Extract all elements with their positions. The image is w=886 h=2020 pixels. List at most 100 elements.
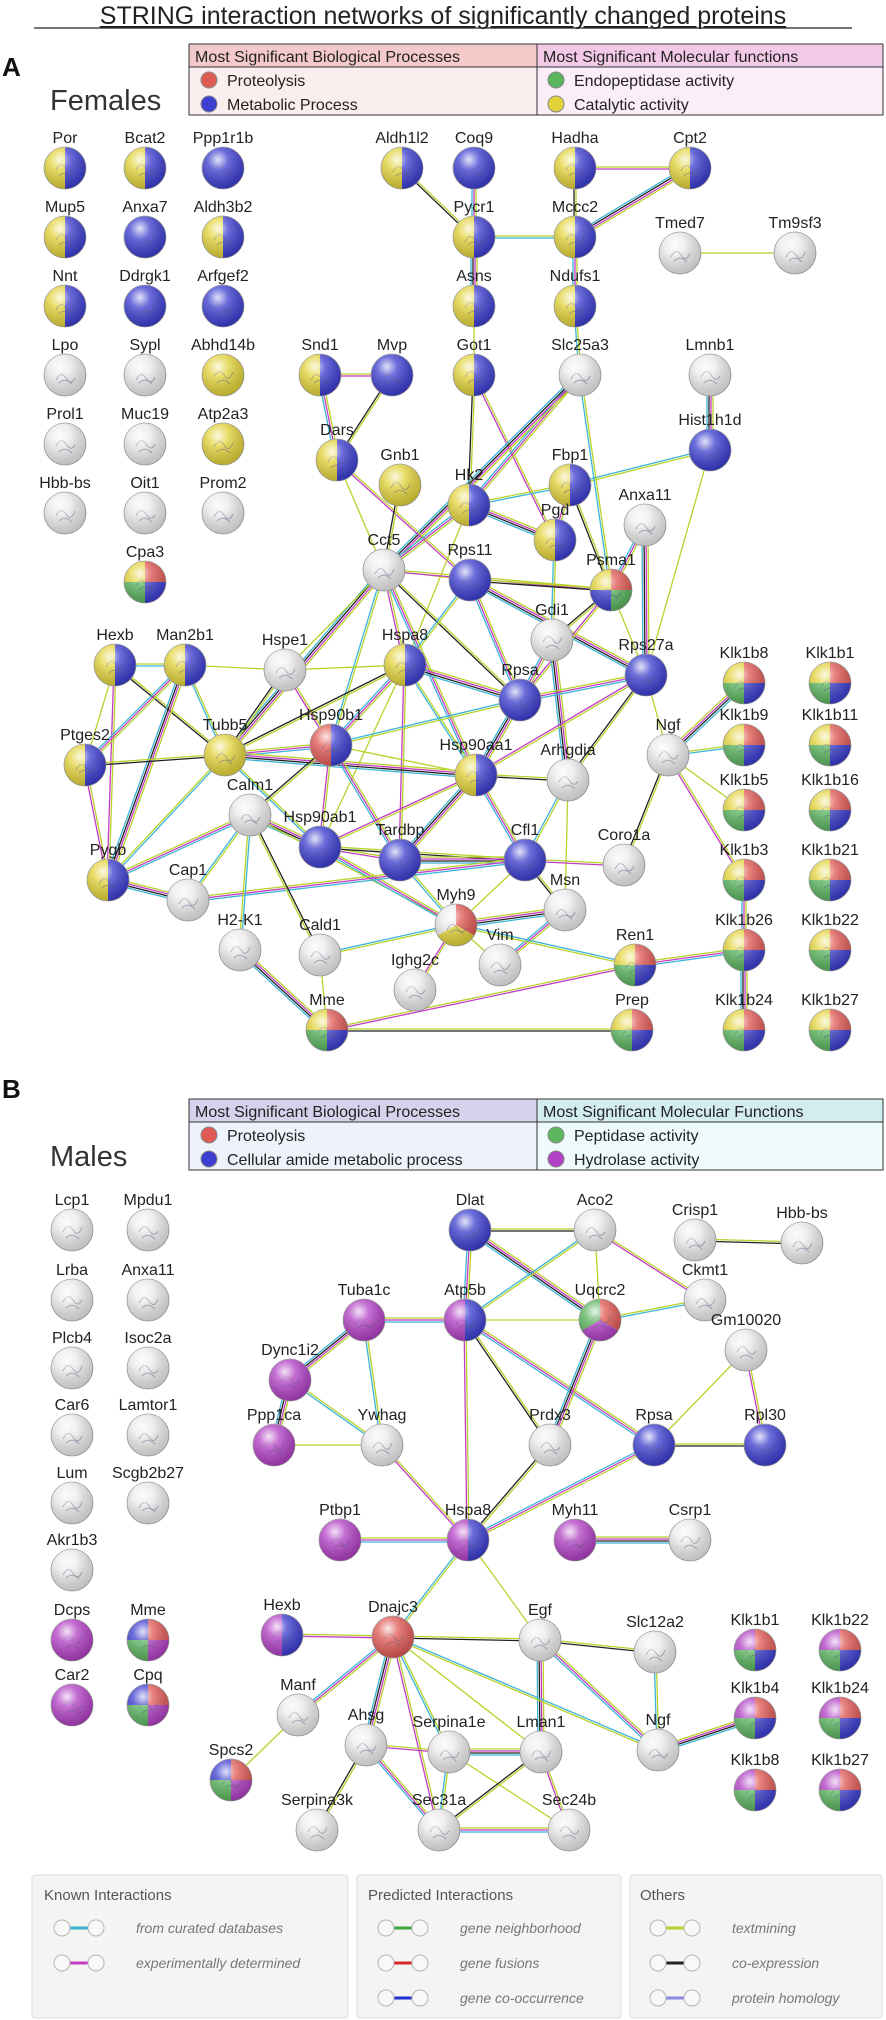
panel-a-node-got1[interactable]: Got1 <box>452 337 496 397</box>
panel-a-node-msn[interactable]: Msn <box>543 872 587 932</box>
panel-a-node-hsp90aa1[interactable]: Hsp90aa1 <box>440 737 513 797</box>
panel-a-node-man2b1[interactable]: Man2b1 <box>156 627 214 687</box>
panel-a-node-klk1b1[interactable]: Klk1b1 <box>806 645 855 705</box>
panel-b-node-klk1b24[interactable]: Klk1b24 <box>811 1680 869 1740</box>
panel-a-node-prep[interactable]: Prep <box>610 992 654 1052</box>
panel-a-node-klk1b3[interactable]: Klk1b3 <box>720 842 769 902</box>
panel-a-node-abhd14b[interactable]: Abhd14b <box>191 337 255 397</box>
panel-a-node-rpsa[interactable]: Rpsa <box>498 662 542 722</box>
panel-b-node-lrba[interactable]: Lrba <box>50 1262 94 1322</box>
panel-a-node-anxa7[interactable]: Anxa7 <box>122 199 168 259</box>
panel-a-node-hsp90b1[interactable]: Hsp90b1 <box>299 707 363 767</box>
panel-b-node-ngf[interactable]: Ngf <box>636 1712 680 1772</box>
panel-a-node-asns[interactable]: Asns <box>452 268 496 328</box>
panel-a-node-cald1[interactable]: Cald1 <box>298 917 342 977</box>
panel-a-node-klk1b16[interactable]: Klk1b16 <box>801 772 859 832</box>
panel-b-node-slc12a2[interactable]: Slc12a2 <box>626 1614 684 1674</box>
panel-b-node-hexb[interactable]: Hexb <box>260 1597 304 1657</box>
panel-b-node-klk1b22[interactable]: Klk1b22 <box>811 1612 869 1672</box>
panel-a-node-klk1b26[interactable]: Klk1b26 <box>715 912 773 972</box>
panel-b-node-lcp1[interactable]: Lcp1 <box>50 1192 94 1252</box>
panel-a-node-pgd[interactable]: Pgd <box>533 502 577 562</box>
panel-a-node-lmnb1[interactable]: Lmnb1 <box>686 337 735 397</box>
panel-a-node-h2-k1[interactable]: H2-K1 <box>217 912 263 972</box>
panel-b-node-ptbp1[interactable]: Ptbp1 <box>318 1502 362 1562</box>
panel-b-node-aco2[interactable]: Aco2 <box>573 1192 617 1252</box>
panel-b-node-ywhag[interactable]: Ywhag <box>358 1407 407 1467</box>
panel-a-node-snd1[interactable]: Snd1 <box>298 337 342 397</box>
panel-a-node-klk1b24[interactable]: Klk1b24 <box>715 992 773 1052</box>
panel-a-node-psma1[interactable]: Psma1 <box>586 552 636 612</box>
panel-a-node-calm1[interactable]: Calm1 <box>227 777 273 837</box>
panel-b-node-ppp1ca[interactable]: Ppp1ca <box>247 1407 301 1467</box>
panel-a-node-coq9[interactable]: Coq9 <box>452 130 496 190</box>
panel-a-node-klk1b21[interactable]: Klk1b21 <box>801 842 859 902</box>
panel-b-node-klk1b27[interactable]: Klk1b27 <box>811 1752 869 1812</box>
panel-b-node-ahsg[interactable]: Ahsg <box>344 1707 388 1767</box>
panel-a-node-klk1b5[interactable]: Klk1b5 <box>720 772 769 832</box>
panel-a-node-cct5[interactable]: Cct5 <box>362 532 406 592</box>
panel-a-node-prol1[interactable]: Prol1 <box>43 406 87 466</box>
panel-b-node-akr1b3[interactable]: Akr1b3 <box>47 1532 98 1592</box>
panel-a-node-atp2a3[interactable]: Atp2a3 <box>198 406 249 466</box>
panel-a-node-gdi1[interactable]: Gdi1 <box>530 602 574 662</box>
panel-a-node-mccc2[interactable]: Mccc2 <box>552 199 598 259</box>
panel-a-node-ddrgk1[interactable]: Ddrgk1 <box>119 268 171 328</box>
panel-a-node-tardbp[interactable]: Tardbp <box>376 822 425 882</box>
panel-a-node-hspe1[interactable]: Hspe1 <box>262 632 308 692</box>
panel-b-node-manf[interactable]: Manf <box>276 1677 320 1737</box>
panel-b-node-spcs2[interactable]: Spcs2 <box>209 1742 254 1802</box>
panel-b-node-ckmt1[interactable]: Ckmt1 <box>682 1262 728 1322</box>
panel-a-node-coro1a[interactable]: Coro1a <box>598 827 651 887</box>
panel-a-node-cfl1[interactable]: Cfl1 <box>503 822 547 882</box>
panel-b-node-crisp1[interactable]: Crisp1 <box>672 1202 718 1262</box>
panel-a-node-hbb-bs[interactable]: Hbb-bs <box>39 475 91 535</box>
panel-b-node-atp5b[interactable]: Atp5b <box>443 1282 487 1342</box>
panel-a-node-arfgef2[interactable]: Arfgef2 <box>197 268 249 328</box>
panel-b-node-tuba1c[interactable]: Tuba1c <box>338 1282 391 1342</box>
panel-a-node-arhgdia[interactable]: Arhgdia <box>540 742 596 802</box>
panel-a-node-por[interactable]: Por <box>43 130 87 190</box>
panel-b-node-myh11[interactable]: Myh11 <box>552 1502 599 1562</box>
panel-a-node-tmed7[interactable]: Tmed7 <box>655 215 705 275</box>
panel-a-node-lpo[interactable]: Lpo <box>43 337 87 397</box>
panel-b-node-dcps[interactable]: Dcps <box>50 1602 94 1662</box>
panel-b-node-uqcrc2[interactable]: Uqcrc2 <box>575 1282 626 1342</box>
panel-a-node-anxa11[interactable]: Anxa11 <box>618 487 672 547</box>
panel-b-node-sec24b[interactable]: Sec24b <box>542 1792 596 1852</box>
panel-a-node-rps11[interactable]: Rps11 <box>447 542 493 602</box>
panel-a-node-hexb[interactable]: Hexb <box>93 627 137 687</box>
panel-b-node-lamtor1[interactable]: Lamtor1 <box>119 1397 178 1457</box>
panel-a-node-hsp90ab1[interactable]: Hsp90ab1 <box>284 809 357 869</box>
panel-a-node-ndufs1[interactable]: Ndufs1 <box>550 268 601 328</box>
panel-a-node-sypl[interactable]: Sypl <box>123 337 167 397</box>
panel-b-node-dnajc3[interactable]: Dnajc3 <box>368 1599 418 1659</box>
panel-a-node-oit1[interactable]: Oit1 <box>123 475 167 535</box>
panel-b-node-klk1b4[interactable]: Klk1b4 <box>731 1680 780 1740</box>
panel-b-node-prdx3[interactable]: Prdx3 <box>528 1407 572 1467</box>
panel-a-node-slc25a3[interactable]: Slc25a3 <box>551 337 609 397</box>
panel-b-node-klk1b8[interactable]: Klk1b8 <box>731 1752 780 1812</box>
panel-a-node-gnb1[interactable]: Gnb1 <box>378 447 422 507</box>
panel-a-node-pycr1[interactable]: Pycr1 <box>452 199 496 259</box>
panel-b-node-lman1[interactable]: Lman1 <box>517 1714 566 1774</box>
panel-a-node-tubb5[interactable]: Tubb5 <box>203 717 248 777</box>
panel-a-node-ppp1r1b[interactable]: Ppp1r1b <box>193 130 254 190</box>
panel-a-node-mme[interactable]: Mme <box>305 992 349 1052</box>
panel-a-node-myh9[interactable]: Myh9 <box>434 887 478 947</box>
panel-a-node-klk1b8[interactable]: Klk1b8 <box>720 645 769 705</box>
panel-a-node-klk1b9[interactable]: Klk1b9 <box>720 707 769 767</box>
panel-a-node-cpa3[interactable]: Cpa3 <box>123 544 167 604</box>
panel-a-node-hspa8[interactable]: Hspa8 <box>382 627 428 687</box>
panel-a-node-muc19[interactable]: Muc19 <box>121 406 169 466</box>
panel-b-node-gm10020[interactable]: Gm10020 <box>711 1312 781 1372</box>
panel-a-node-vim[interactable]: Vim <box>478 927 522 987</box>
panel-b-node-car2[interactable]: Car2 <box>50 1667 94 1727</box>
panel-a-node-klk1b22[interactable]: Klk1b22 <box>801 912 859 972</box>
panel-a-node-cpt2[interactable]: Cpt2 <box>668 130 712 190</box>
panel-a-node-mvp[interactable]: Mvp <box>370 337 414 397</box>
panel-b-node-cpq[interactable]: Cpq <box>126 1667 170 1727</box>
panel-b-node-mme[interactable]: Mme <box>126 1602 170 1662</box>
panel-a-node-bcat2[interactable]: Bcat2 <box>123 130 167 190</box>
panel-b-node-dlat[interactable]: Dlat <box>448 1192 492 1252</box>
